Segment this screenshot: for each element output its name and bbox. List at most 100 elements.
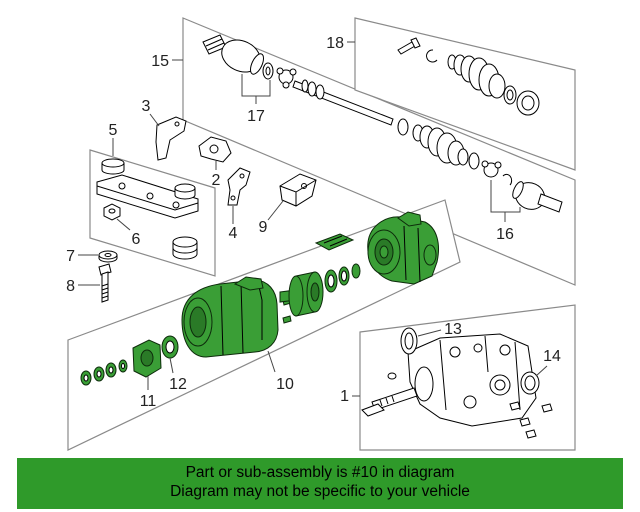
callout-4[interactable]: 4 <box>229 225 238 242</box>
seal-ring-hole <box>341 270 347 282</box>
bearing-ring-hole <box>108 366 114 374</box>
part-3-bracket <box>155 116 187 161</box>
part-17-ring-inner <box>265 66 271 76</box>
part-4-bracket <box>227 167 251 206</box>
assembly-port <box>489 374 511 396</box>
part-16-ring <box>468 152 480 170</box>
callout-13[interactable]: 13 <box>444 321 462 338</box>
bracket-hole <box>172 201 180 209</box>
kit-bolt-head <box>410 37 421 49</box>
tripod-lug <box>289 68 297 76</box>
assembly-port-inner <box>494 379 506 391</box>
leader-13 <box>417 329 442 337</box>
panel-15-frame <box>182 17 576 286</box>
lower-mount-top <box>172 236 198 248</box>
transfer-case-boss <box>397 211 422 227</box>
drum-rear-face <box>288 275 304 317</box>
spline-lines <box>205 38 225 51</box>
callout-2[interactable]: 2 <box>212 172 221 189</box>
leader-lines <box>78 41 548 397</box>
callout-17[interactable]: 17 <box>247 108 265 125</box>
tripod-lug <box>481 160 489 168</box>
leader-6 <box>116 218 131 231</box>
parts-diagram: 15 18 17 3 5 2 6 9 4 7 8 16 13 14 1 11 1… <box>66 17 576 451</box>
part-1-assembly <box>361 327 553 439</box>
leader-9 <box>267 200 284 221</box>
bracket-edge <box>96 185 199 211</box>
banner-line-1: Part or sub-assembly is #10 in diagram <box>185 464 455 481</box>
part-16-tripod <box>483 162 499 178</box>
drum-hub <box>310 282 320 302</box>
bracket-4-hole <box>230 195 236 201</box>
banner-line-2: Diagram may not be specific to your vehi… <box>170 483 470 500</box>
joint-stub <box>537 193 563 213</box>
clip <box>502 173 513 186</box>
part-13-seal-inner <box>404 332 414 350</box>
callout-7[interactable]: 7 <box>66 248 75 265</box>
part-13-seal <box>400 327 418 355</box>
callout-10[interactable]: 10 <box>276 376 294 393</box>
bearing-ring-hole <box>121 363 125 369</box>
callout-5[interactable]: 5 <box>109 122 118 139</box>
callout-11[interactable]: 11 <box>140 393 157 410</box>
bolt-thread <box>101 283 109 299</box>
callout-12[interactable]: 12 <box>169 376 187 393</box>
bracket-2-body <box>198 136 232 163</box>
part-12-seal-hole <box>165 340 175 354</box>
callout-3[interactable]: 3 <box>142 98 151 115</box>
part-6-nut <box>103 203 121 221</box>
bracket-3-hole <box>174 121 180 127</box>
kit-clip <box>426 49 438 63</box>
assembly-ribs <box>439 335 521 411</box>
lower-mount-ridge <box>172 247 198 254</box>
callout-15[interactable]: 15 <box>151 53 169 70</box>
part-15-half-shaft <box>202 34 563 213</box>
callout-14[interactable]: 14 <box>543 348 561 365</box>
leader-12 <box>169 357 174 374</box>
transfer-case-flange <box>423 244 437 266</box>
boot-ring <box>397 118 409 136</box>
bolt-shank <box>101 271 109 303</box>
small-boot-fold <box>301 79 309 93</box>
bracket-9-hole <box>301 183 307 189</box>
inner-cv-face <box>512 181 524 199</box>
callout-18[interactable]: 18 <box>326 35 344 52</box>
bracket-9-body <box>279 173 317 207</box>
seal-ring <box>351 263 361 279</box>
leader-17 <box>241 74 271 104</box>
bracket-4-hole <box>239 173 245 179</box>
kit-boot-fold <box>488 73 506 99</box>
part-10-differential-highlight <box>80 211 439 386</box>
part-2-bracket <box>198 136 232 163</box>
assembly-bolt <box>519 417 531 427</box>
housing-bore <box>189 306 207 338</box>
tripod-lug <box>494 161 502 169</box>
bracket-hole <box>118 182 126 190</box>
callout-6[interactable]: 6 <box>132 231 141 248</box>
part-17-ring <box>262 62 274 80</box>
kit-ring <box>503 85 517 105</box>
assembly-bolt <box>509 401 521 411</box>
callout-1[interactable]: 1 <box>340 388 349 405</box>
washer-hole <box>104 253 112 257</box>
panel-18-frame <box>354 17 576 171</box>
assembly-bolt <box>525 429 537 439</box>
part-9-bracket <box>279 173 317 207</box>
assembly-flat-plate <box>361 403 385 417</box>
callout-9[interactable]: 9 <box>259 219 268 236</box>
seal-ring-hole <box>327 274 335 288</box>
part-8-bolt <box>98 263 112 303</box>
transfer-case-hub <box>379 245 389 259</box>
assembly-bolt <box>541 403 553 413</box>
outer-cv-face <box>250 53 264 75</box>
small-boot-fold <box>307 81 317 97</box>
tripod-lug <box>276 67 284 75</box>
callout-16[interactable]: 16 <box>496 226 514 243</box>
callout-8[interactable]: 8 <box>66 278 75 295</box>
diagram-notice-banner: Part or sub-assembly is #10 in diagram D… <box>17 458 623 509</box>
bracket-9-edge <box>279 179 317 206</box>
part-14-ring <box>520 371 540 395</box>
bracket-3-body <box>155 116 187 161</box>
bushing-top <box>174 183 196 193</box>
part-6-nut-hole <box>108 208 116 214</box>
